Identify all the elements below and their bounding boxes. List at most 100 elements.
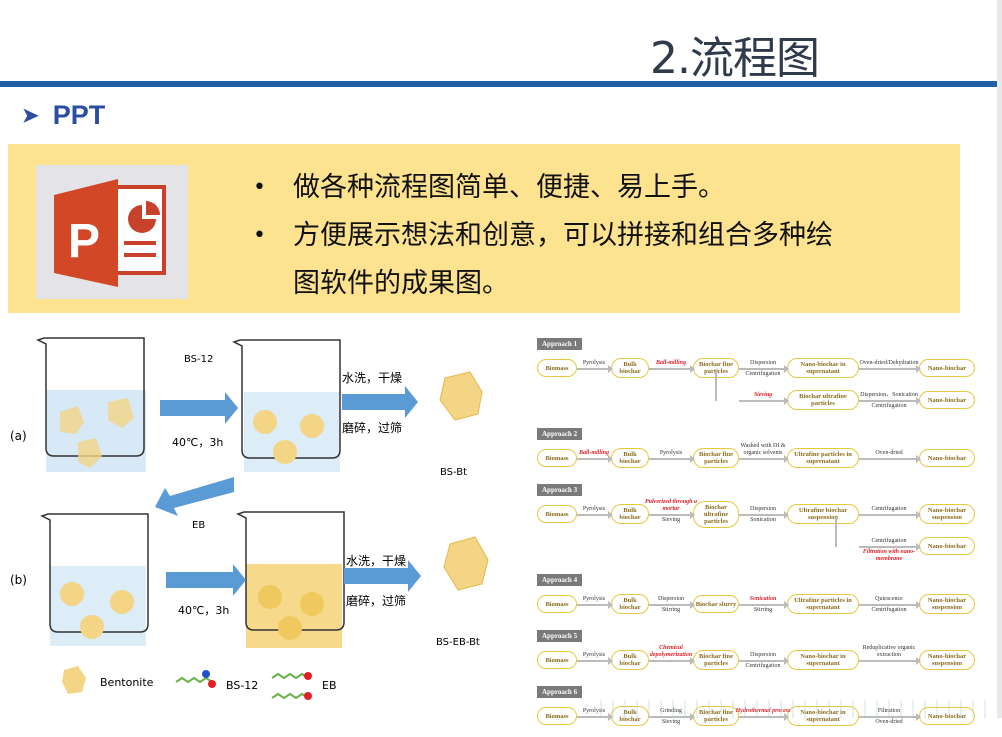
flow-node: Bulk biochar bbox=[611, 650, 649, 670]
powerpoint-icon: P bbox=[36, 165, 188, 299]
beaker-a2 bbox=[233, 339, 341, 472]
bullet-item-continued: 图软件的成果图。 bbox=[293, 268, 509, 299]
grind-sieve-b: 磨碎，过筛 bbox=[346, 593, 406, 608]
arrow-line bbox=[577, 657, 613, 665]
arrow-line bbox=[859, 601, 921, 609]
flow-node: Ultrafine biochar suspension bbox=[787, 504, 859, 524]
approach-label: Approach 3 bbox=[537, 484, 583, 496]
arrow-line bbox=[859, 365, 921, 373]
legend-bentonite: Bentonite bbox=[100, 676, 154, 689]
arrow-line bbox=[859, 543, 921, 551]
arrow-line bbox=[649, 713, 695, 721]
flow-node: Bulk biochar bbox=[611, 594, 649, 614]
branch-connector bbox=[715, 371, 717, 401]
arrow-line bbox=[577, 455, 613, 463]
label-b: (b) bbox=[10, 573, 27, 587]
flow-node: Biochar slurry bbox=[693, 595, 739, 613]
flow-node: Bulk biochar bbox=[611, 504, 649, 524]
title-divider bbox=[0, 81, 997, 87]
arrow-line bbox=[859, 713, 921, 721]
arrow-label-top: Pyrolysis bbox=[582, 505, 606, 512]
arrow-label-top: Pyrolysis bbox=[582, 707, 606, 714]
beaker-b1 bbox=[41, 513, 149, 646]
section-label: PPT bbox=[52, 100, 106, 130]
arrow-line bbox=[577, 511, 613, 519]
arrow-label-top: Dispersion bbox=[658, 595, 684, 602]
arrow-label-top: Dispersion bbox=[750, 359, 776, 366]
arrow-label-bottom: Stirring bbox=[661, 607, 681, 613]
arrow-line bbox=[739, 601, 789, 609]
reagent-a: BS-12 bbox=[184, 354, 213, 365]
arrow-line bbox=[649, 511, 695, 519]
reagent-b: EB bbox=[192, 520, 205, 531]
arrow-label-top: Dispersion bbox=[750, 651, 776, 658]
wash-dry-b: 水洗，干燥 bbox=[346, 554, 406, 568]
arrow-label-bottom: Stirring bbox=[753, 607, 773, 613]
bullet-list: 做各种流程图简单、便捷、易上手。 方便展示想法和创意，可以拼接和组合多种绘 图软… bbox=[253, 164, 833, 308]
arrow-label-top: Pulverized through a mortar bbox=[645, 499, 698, 512]
product-b-label: BS-EB-Bt bbox=[436, 637, 480, 648]
flow-arrow: Sieving bbox=[715, 371, 789, 415]
arrow-label-top: Sieving bbox=[753, 391, 773, 398]
arrow-right-icon: ➤ bbox=[22, 105, 39, 127]
beaker-a1 bbox=[37, 337, 146, 472]
arrow-label-top: Oven-dried/Dehydration bbox=[859, 359, 919, 366]
flow-node: Nano-biochar in supernatant bbox=[787, 358, 859, 378]
arrow-line bbox=[859, 511, 921, 519]
bullet-item: 做各种流程图简单、便捷、易上手。 bbox=[253, 164, 833, 212]
approach-label: Approach 2 bbox=[537, 428, 583, 440]
flow-node: Biochar fine particles bbox=[693, 448, 739, 468]
arrow-label-bottom: Oven-dried bbox=[875, 719, 903, 725]
beaker-b2 bbox=[237, 511, 345, 648]
arrow-line bbox=[649, 601, 695, 609]
arrow-label-bottom: Sieving bbox=[661, 517, 681, 523]
arrow-label-top: Dispersion、Sonication bbox=[860, 391, 918, 398]
flow-node: Biomass bbox=[537, 449, 577, 467]
flow-node: Nano-biochar bbox=[919, 449, 975, 467]
flow-arrow: Pyrolysis bbox=[577, 589, 613, 619]
arrow-line bbox=[577, 713, 613, 721]
flow-node: Bulk biochar bbox=[611, 448, 649, 468]
flow-arrow: Pyrolysis bbox=[577, 499, 613, 529]
flow-node: Biomass bbox=[537, 359, 577, 377]
arrow-line bbox=[859, 455, 921, 463]
flow-arrow: Pyrolysis bbox=[577, 701, 613, 731]
info-panel: P 做各种流程图简单、便捷、易上手。 方便展示想法和创意，可以拼接和组合多种绘 … bbox=[8, 144, 960, 313]
arrow-label-bottom: Centrifugation bbox=[745, 663, 781, 669]
approach-label: Approach 1 bbox=[537, 338, 583, 350]
arrow-line bbox=[649, 365, 695, 373]
branch-connector bbox=[835, 517, 837, 547]
arrow-label-top: Oven-dried bbox=[875, 449, 903, 456]
process-arrows bbox=[155, 386, 421, 596]
arrow-label-bottom: Sieving bbox=[661, 719, 681, 725]
wash-dry-a: 水洗，干燥 bbox=[342, 371, 402, 385]
flow-node: Bulk biochar bbox=[611, 358, 649, 378]
arrow-line bbox=[859, 657, 921, 665]
legend-eb: EB bbox=[322, 679, 337, 692]
arrow-line bbox=[649, 657, 695, 665]
arrow-line bbox=[739, 713, 789, 721]
arrow-label-bottom: Centrifugation bbox=[745, 371, 781, 377]
arrow-label-top: Pyrolysis bbox=[582, 359, 606, 366]
flow-arrow: Pyrolysis bbox=[649, 443, 695, 473]
flow-arrow: Pyrolysis bbox=[577, 353, 613, 383]
flow-arrow: Ball-milling bbox=[649, 353, 695, 383]
flow-node: Nano-biochar suspension bbox=[919, 650, 975, 670]
arrow-label-top: Pyrolysis bbox=[582, 595, 606, 602]
legend-bs12: BS-12 bbox=[226, 679, 258, 692]
flow-node: Biomass bbox=[537, 595, 577, 613]
approach-label: Approach 4 bbox=[537, 574, 583, 586]
arrow-label-top: Hydrothermal process bbox=[735, 707, 791, 714]
